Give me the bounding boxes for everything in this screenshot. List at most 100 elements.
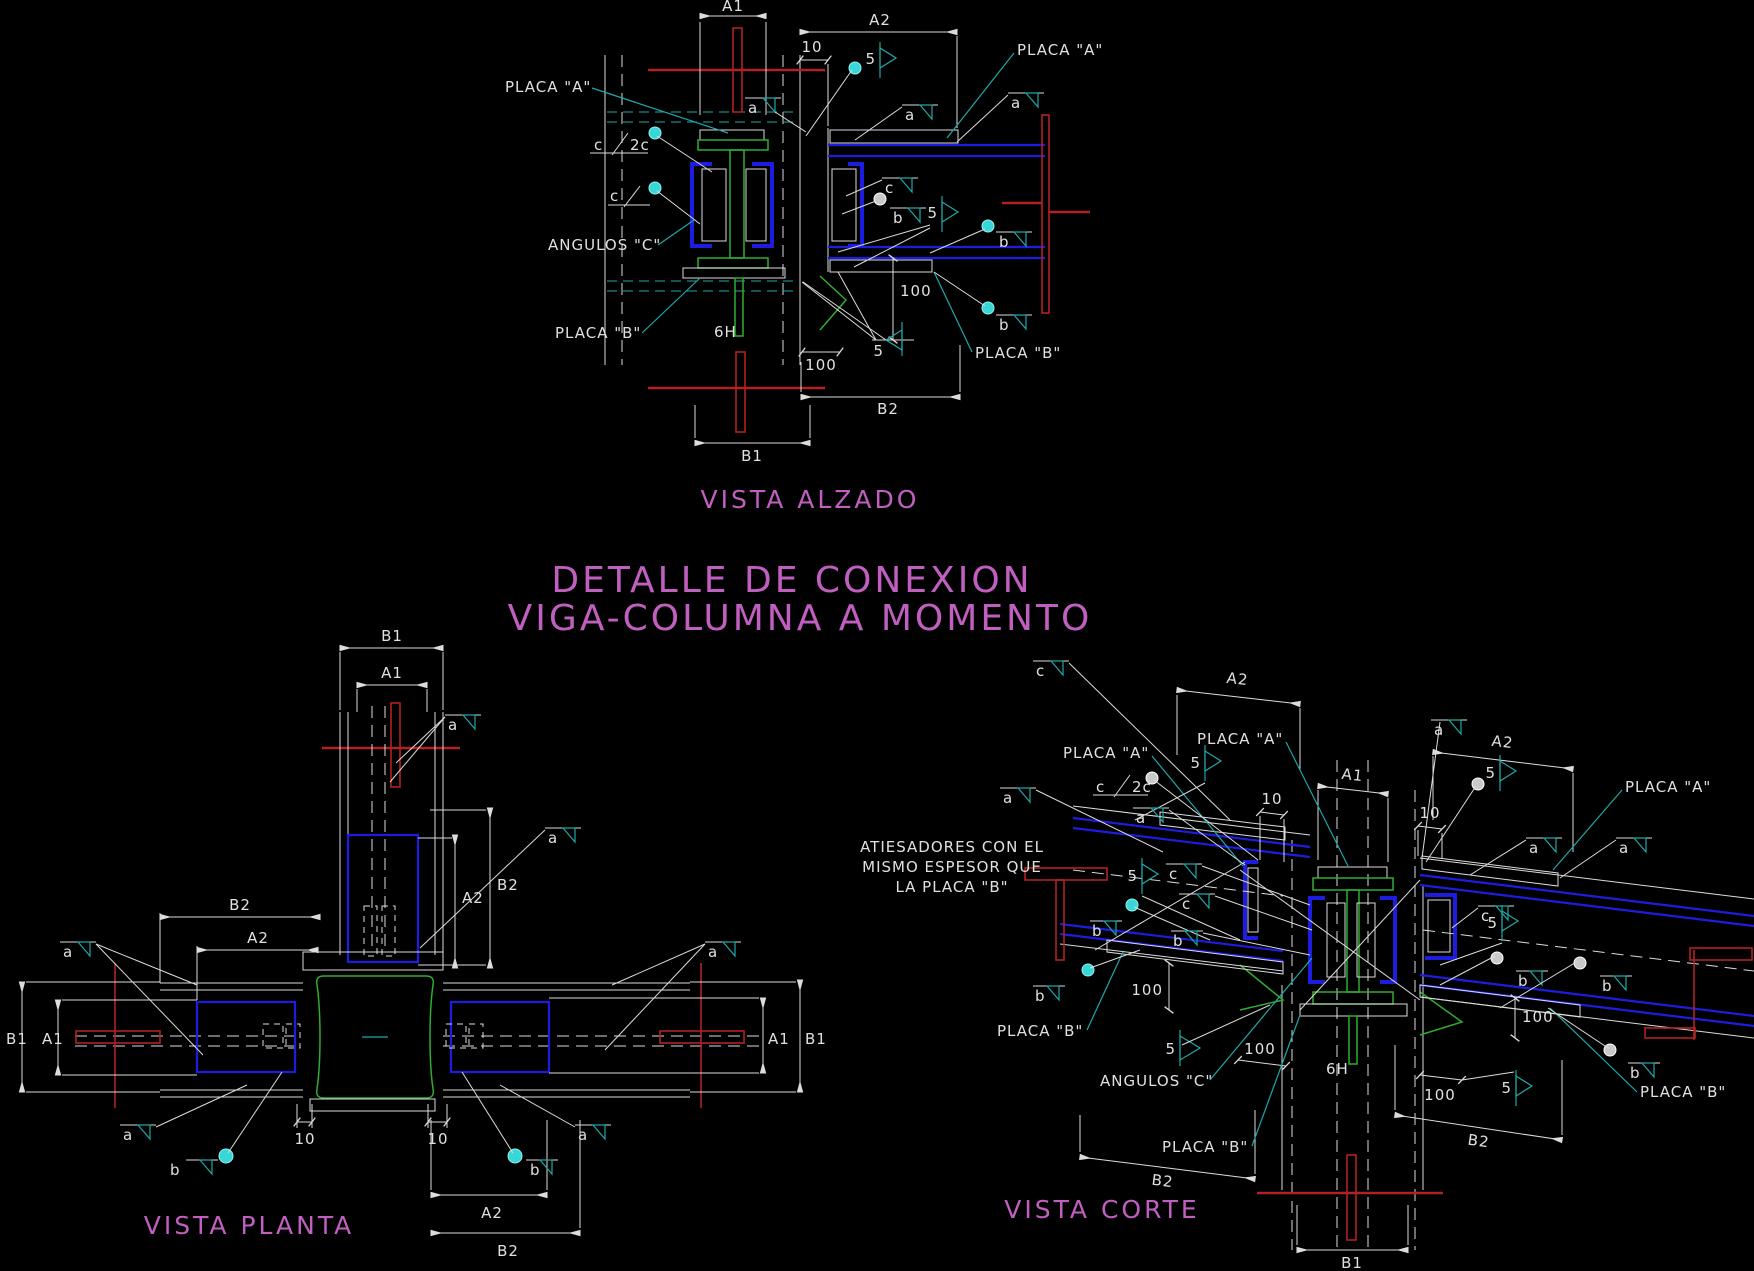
title-line-2: VIGA-COLUMNA A MOMENTO xyxy=(508,598,1093,639)
dim-a2: A2 xyxy=(869,11,891,29)
label-6h-corte: 6H xyxy=(1326,1060,1349,1078)
bolt-flag-b-corte-2: b xyxy=(1171,930,1311,956)
section-flag-a-2: a xyxy=(854,104,938,141)
alzado-beam-section xyxy=(682,129,786,337)
section-flag-c-corte-2: c xyxy=(1179,893,1313,931)
flag-letter-a: a xyxy=(708,943,718,961)
section-flag-a-midright: a xyxy=(419,827,581,949)
flag-letter-c: c xyxy=(885,179,894,197)
flag-letter-a: a xyxy=(123,1126,133,1144)
planta-right-beam xyxy=(443,963,760,1108)
alzado-far-column-red xyxy=(1002,114,1090,314)
dim-b1-corte: B1 xyxy=(1341,1254,1363,1271)
section-flag-c-corte-3: c xyxy=(1451,905,1514,929)
flag-letter-b: b xyxy=(999,233,1010,251)
flag-letter-a: a xyxy=(578,1126,588,1144)
corte-annotations: ATIESADORES CON EL MISMO ESPESOR QUE LA … xyxy=(860,660,1726,1156)
dim-b1-leftv: B1 xyxy=(6,1030,28,1048)
planta-flags: a a a a a a b xyxy=(60,714,741,1179)
weld-flag-5-top: 5 xyxy=(805,42,898,137)
dim-a1-top: A1 xyxy=(381,664,403,682)
label-placa-b-corte-mid: PLACA "B" xyxy=(1162,1138,1248,1156)
section-flag-a-1: a xyxy=(745,97,807,133)
weld-flag-5-corte-2: 5 xyxy=(1127,858,1241,941)
section-flag-c-right: c xyxy=(845,177,918,197)
flag-letter-5: 5 xyxy=(1127,867,1138,885)
caption-alzado: VISTA ALZADO xyxy=(701,485,920,514)
bolt-flag-b-corte-1: b xyxy=(1090,898,1211,941)
dim-100-corte-2: 100 xyxy=(1244,1040,1276,1058)
section-flag-c-corte-top: c xyxy=(1033,660,1231,821)
flag-letter-a: a xyxy=(1003,789,1013,807)
section-flag-a-bottomright: a xyxy=(499,1084,611,1144)
label-placa-a-corte-3: PLACA "A" xyxy=(1625,778,1711,796)
dim-b2-left: B2 xyxy=(229,896,251,914)
weld-flag-5-corte-1: 5 xyxy=(1134,745,1223,821)
weld-flag-c2c-corte: c 2c xyxy=(1093,771,1259,861)
flag-letter-c: c xyxy=(610,187,619,205)
label-placa-a-corte-2: PLACA "A" xyxy=(1197,730,1283,748)
bolt-flag-b-corte-4: b xyxy=(1439,951,1548,990)
dim-a1: A1 xyxy=(722,0,744,15)
flag-letter-2c: 2c xyxy=(630,136,650,154)
dim-10-left: 10 xyxy=(294,1130,315,1148)
label-placa-b-corte-right: PLACA "B" xyxy=(1640,1083,1726,1101)
weld-flag-5-corte-5: 5 xyxy=(1439,905,1520,966)
corte-column-red xyxy=(1257,1154,1443,1241)
alzado-dimensions: A1 A2 10 B1 B2 100 100 xyxy=(694,0,961,465)
flag-letter-b: b xyxy=(1518,972,1529,990)
flag-letter-b: b xyxy=(1035,987,1046,1005)
label-placa-a-right: PLACA "A" xyxy=(1017,41,1103,59)
section-flag-a-corte-1: a xyxy=(1000,787,1164,853)
weld-flag-5-corte-4: 5 xyxy=(1165,1004,1271,1066)
section-flag-a-3: a xyxy=(956,92,1044,143)
corte-beam-section xyxy=(1239,866,1464,1065)
bolt-flag-b-1: b xyxy=(841,192,926,227)
dim-b1: B1 xyxy=(741,447,763,465)
corte-dimensions: A2 A2 A1 10 10 100 100 100 100 B2 B2 B1 xyxy=(1079,669,1574,1271)
label-angulos-c-corte: ANGULOS "C" xyxy=(1100,1072,1213,1090)
caption-planta: VISTA PLANTA xyxy=(144,1211,355,1240)
weld-flag-c2c: c 2c xyxy=(590,126,713,173)
planta-left-beam xyxy=(75,963,303,1108)
flag-letter-b: b xyxy=(1092,922,1103,940)
flag-letter-c: c xyxy=(1481,907,1490,925)
flag-letter-5: 5 xyxy=(1165,1040,1176,1058)
flag-letter-a: a xyxy=(1136,809,1146,827)
alzado-column-red-stubs xyxy=(648,27,825,433)
flag-letter-a: a xyxy=(748,99,758,117)
flag-letter-a: a xyxy=(1619,839,1629,857)
dim-100-v: 100 xyxy=(900,282,932,300)
title-line-1: DETALLE DE CONEXION xyxy=(551,560,1032,601)
flag-letter-5: 5 xyxy=(865,50,876,68)
view-alzado: A1 A2 10 B1 B2 100 100 PLACA "A" PLACA "… xyxy=(505,0,1103,514)
view-corte: A2 A2 A1 10 10 100 100 100 100 B2 B2 B1 … xyxy=(860,660,1754,1271)
dim-b1-top: B1 xyxy=(381,627,403,645)
dim-a2-bottom: A2 xyxy=(481,1204,503,1222)
dim-100-corte-3: 100 xyxy=(1522,1008,1554,1026)
section-flag-a-corte-3: a xyxy=(1421,719,1467,859)
section-flag-a-bottomleft: a xyxy=(120,1084,248,1144)
dim-a2-left: A2 xyxy=(247,929,269,947)
label-placa-b-corte-left: PLACA "B" xyxy=(997,1022,1083,1040)
flag-letter-a: a xyxy=(548,829,558,847)
weld-flag-5-corte-3: 5 xyxy=(1425,755,1518,863)
section-flag-a-corte-4: a xyxy=(1469,837,1562,876)
dim-10-corte-2: 10 xyxy=(1419,804,1440,822)
corte-leader-lines xyxy=(1094,861,1421,1011)
bolt-flag-b-bottomleft: b xyxy=(170,1071,283,1179)
flag-letter-a: a xyxy=(1529,839,1539,857)
planta-top-beam xyxy=(322,702,460,964)
section-flag-c-corte-1: c xyxy=(1166,863,1311,906)
dim-b1-rightv: B1 xyxy=(805,1030,827,1048)
section-flag-a-corte-5: a xyxy=(1559,837,1652,879)
flag-letter-a: a xyxy=(905,106,915,124)
flag-letter-b: b xyxy=(893,209,904,227)
bolt-flag-b-2: b xyxy=(929,219,1032,254)
flag-letter-5: 5 xyxy=(1487,914,1498,932)
caption-corte: VISTA CORTE xyxy=(1004,1195,1199,1224)
label-placa-b-right: PLACA "B" xyxy=(975,344,1061,362)
dim-b2-bottom: B2 xyxy=(497,1242,519,1260)
flag-letter-c: c xyxy=(1182,895,1191,913)
